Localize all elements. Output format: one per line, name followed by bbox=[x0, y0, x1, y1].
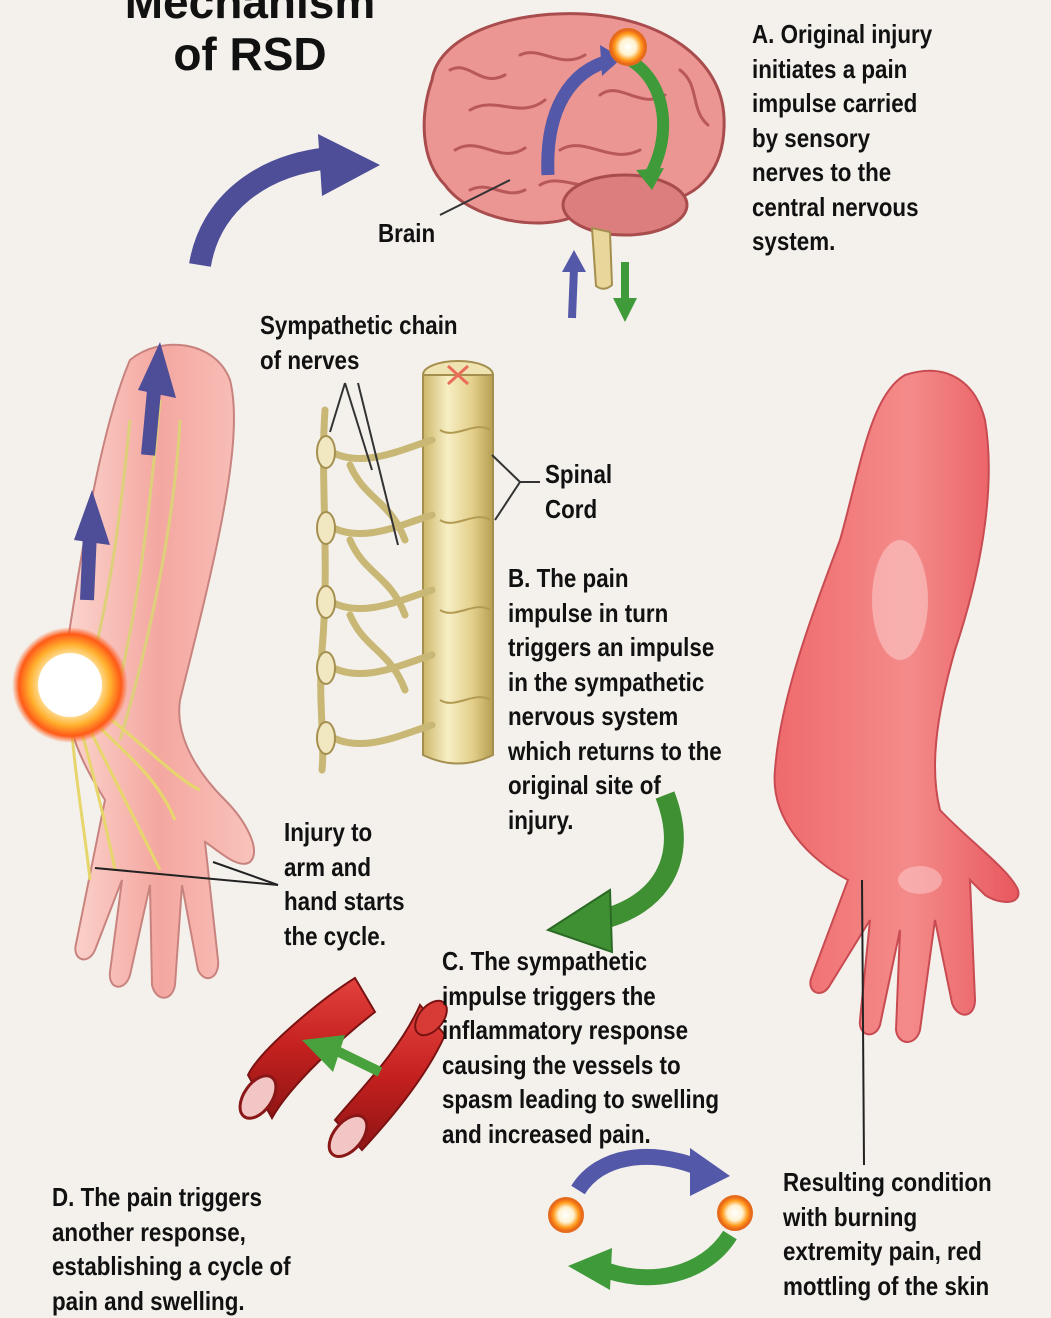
blood-vessels-illustration bbox=[233, 978, 453, 1163]
brain-label: Brain bbox=[378, 216, 435, 251]
swollen-arm-illustration bbox=[775, 371, 1019, 1165]
resulting-condition-label: Resulting condition with burning extremi… bbox=[783, 1165, 992, 1303]
spinal-cord-label: Spinal Cord bbox=[545, 457, 612, 526]
spinal-cord-illustration bbox=[423, 361, 493, 764]
cycle-pain-point-left-icon bbox=[549, 1198, 583, 1232]
injury-label: Injury to arm and hand starts the cycle. bbox=[284, 815, 405, 953]
page-title: Mechanism of RSD bbox=[120, 0, 380, 80]
brain-illustration bbox=[424, 14, 724, 289]
sympathetic-chain-label: Sympathetic chain of nerves bbox=[260, 308, 458, 377]
brain-pain-point-icon bbox=[610, 29, 646, 65]
cycle-illustration bbox=[549, 1148, 752, 1290]
step-a-text: A. Original injury initiates a pain impu… bbox=[752, 17, 932, 259]
step-d-text: D. The pain triggers another response, e… bbox=[52, 1180, 291, 1318]
step-b-text: B. The pain impulse in turn triggers an … bbox=[508, 561, 722, 837]
step-c-text: C. The sympathetic impulse triggers the … bbox=[442, 944, 719, 1151]
sympathetic-chain-illustration bbox=[321, 410, 432, 770]
cycle-pain-point-right-icon bbox=[718, 1196, 752, 1230]
